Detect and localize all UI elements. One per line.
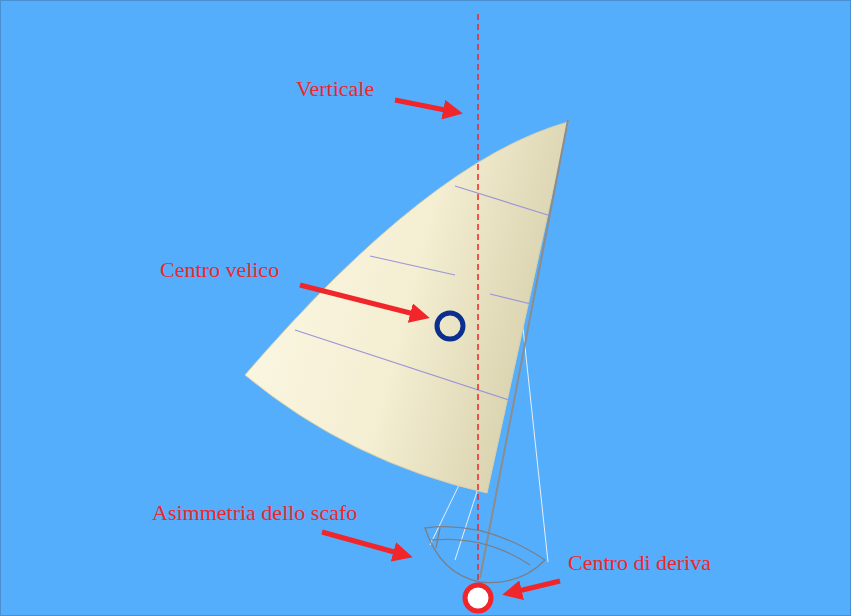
hull bbox=[425, 527, 545, 583]
sail-center-marker bbox=[437, 313, 463, 339]
sail-battens bbox=[295, 186, 551, 402]
callout-label: Centro di deriva bbox=[568, 550, 711, 575]
callout-label: Verticale bbox=[296, 76, 374, 101]
mast bbox=[480, 120, 568, 578]
sail bbox=[245, 122, 568, 493]
vertical-line bbox=[477, 14, 479, 590]
callout-label: Centro velico bbox=[160, 257, 279, 282]
lateral-center-marker bbox=[465, 585, 491, 611]
callout-label: Asimmetria dello scafo bbox=[152, 500, 357, 525]
